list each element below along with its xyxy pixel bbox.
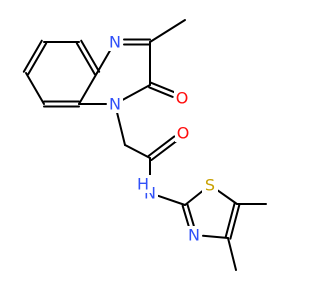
atom-label-o2: O xyxy=(176,89,189,108)
atom-label-s1t: S xyxy=(205,176,215,195)
bond-c3q-me3 xyxy=(149,19,186,43)
atom-label-bg-oam xyxy=(175,124,191,142)
atom-label-bg-o2 xyxy=(174,89,190,107)
molecule-structure: NONONHSN xyxy=(22,19,267,271)
bond-c2-c3-2 xyxy=(75,42,96,76)
atom-label-n3t: N xyxy=(188,226,200,245)
atom-label-bg-n3t xyxy=(186,226,202,244)
bond-c5t-c4t-2 xyxy=(224,202,236,239)
bond-cam-oam-1 xyxy=(147,135,176,157)
bond-c2q-n1 xyxy=(121,84,151,101)
atom-label-ham: H xyxy=(137,175,149,194)
bond-c3-c4 xyxy=(78,72,98,105)
bond-c5-c6 xyxy=(25,72,45,105)
atom-labels-layer: NONONHSN xyxy=(107,33,218,245)
bond-nam-c2t xyxy=(157,194,186,206)
atom-label-bg-n1 xyxy=(107,95,123,113)
bond-c4t-n3t xyxy=(202,234,229,239)
bond-cam-oam-2 xyxy=(150,139,179,161)
bond-c6-c1-2 xyxy=(27,42,48,76)
bond-n3t-c2t-2 xyxy=(186,203,195,227)
atom-label-oam: O xyxy=(177,124,190,143)
bond-s1t-c5t xyxy=(216,189,238,205)
atom-label-bg-ham xyxy=(135,175,151,193)
bond-c2q-o2-2 xyxy=(148,86,174,98)
atom-label-n1: N xyxy=(109,95,121,114)
bond-c2-c3-1 xyxy=(80,39,101,73)
bond-c2t-s1t xyxy=(184,189,204,206)
atom-label-bg-s1t xyxy=(202,176,218,194)
atom-label-bg-n4 xyxy=(107,33,123,51)
bond-ch2-cam xyxy=(124,144,151,159)
bond-n3t-c2t-1 xyxy=(181,204,190,229)
bond-c4t-me4 xyxy=(227,237,237,271)
bond-c6-c1-1 xyxy=(22,39,43,73)
bond-n1-ch2 xyxy=(116,111,126,146)
bond-c2q-o2-1 xyxy=(149,81,176,94)
bond-c3-n4 xyxy=(96,48,112,74)
bonds-layer xyxy=(22,19,267,271)
bond-c5t-c4t-1 xyxy=(229,203,241,240)
atom-label-n4: N xyxy=(109,33,121,52)
